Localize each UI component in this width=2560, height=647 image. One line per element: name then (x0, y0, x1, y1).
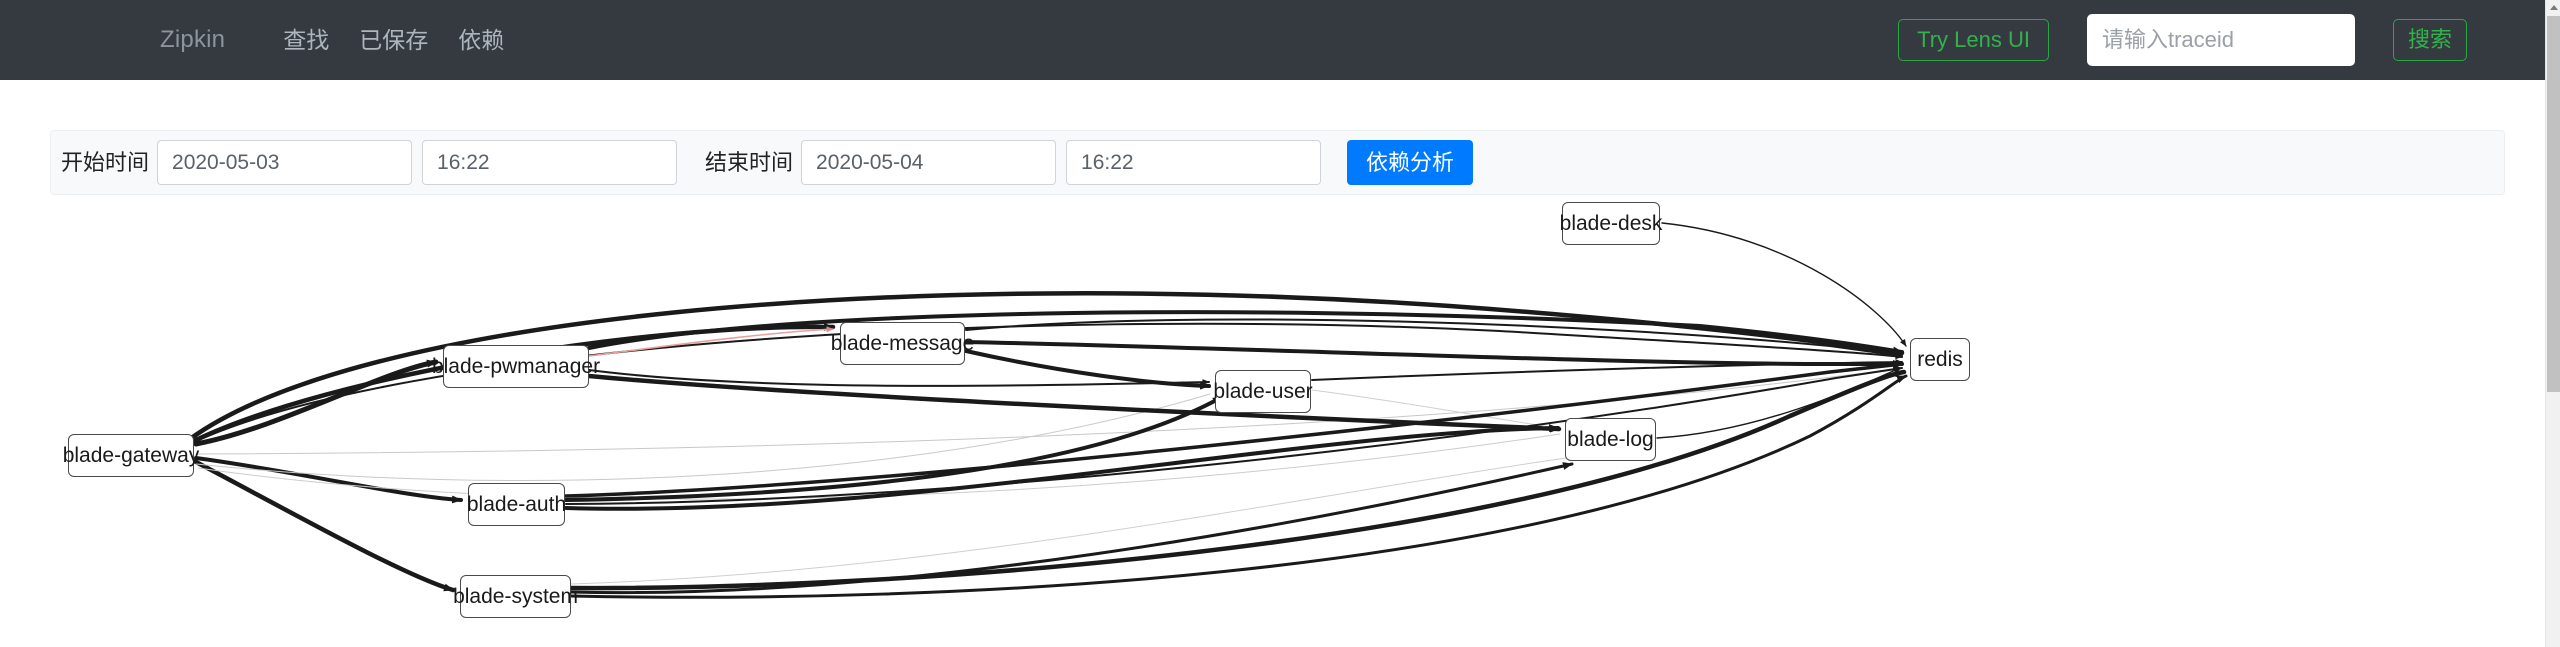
nav-links: 查找 已保存 依赖 (283, 26, 505, 53)
start-time-input[interactable] (422, 140, 678, 185)
dependency-graph[interactable]: blade-desk blade-message redis blade-pwm… (0, 196, 2545, 647)
scroll-up-arrow-icon[interactable] (2546, 0, 2560, 15)
start-time-label: 开始时间 (61, 149, 150, 175)
graph-node-blade-gateway[interactable]: blade-gateway (63, 434, 199, 477)
end-time-input[interactable] (1066, 140, 1322, 185)
navbar-right-group: Try Lens UI 搜索 (1898, 14, 2467, 66)
nav-link-saved[interactable]: 已保存 (359, 26, 429, 53)
analyze-dependencies-button[interactable]: 依赖分析 (1347, 140, 1474, 185)
graph-node-blade-system[interactable]: blade-system (453, 575, 578, 618)
navbar: Zipkin 查找 已保存 依赖 Try Lens UI 搜索 (0, 0, 2545, 80)
end-date-input[interactable] (801, 140, 1057, 185)
brand-logo[interactable]: Zipkin (160, 26, 226, 53)
try-lens-ui-button[interactable]: Try Lens UI (1898, 19, 2049, 61)
page-scrollbar[interactable] (2545, 0, 2560, 647)
start-date-input[interactable] (157, 140, 413, 185)
end-time-label: 结束时间 (705, 149, 794, 175)
graph-node-blade-message[interactable]: blade-message (831, 322, 974, 365)
graph-node-blade-desk[interactable]: blade-desk (1560, 202, 1662, 245)
graph-node-blade-user[interactable]: blade-user (1213, 370, 1313, 413)
graph-node-blade-pwmanager[interactable]: blade-pwmanager (432, 345, 600, 388)
search-button[interactable]: 搜索 (2392, 19, 2467, 61)
graph-node-blade-auth[interactable]: blade-auth (467, 483, 566, 526)
filter-panel: 开始时间 结束时间 依赖分析 (50, 130, 2505, 195)
traceid-search-input[interactable] (2086, 14, 2355, 66)
graph-node-blade-log[interactable]: blade-log (1565, 418, 1656, 461)
dependency-graph-edges (187, 222, 1908, 599)
nav-link-dependencies[interactable]: 依赖 (458, 26, 505, 53)
scrollbar-thumb[interactable] (2547, 16, 2560, 392)
nav-link-search[interactable]: 查找 (283, 26, 330, 53)
graph-node-redis[interactable]: redis (1910, 338, 1970, 381)
